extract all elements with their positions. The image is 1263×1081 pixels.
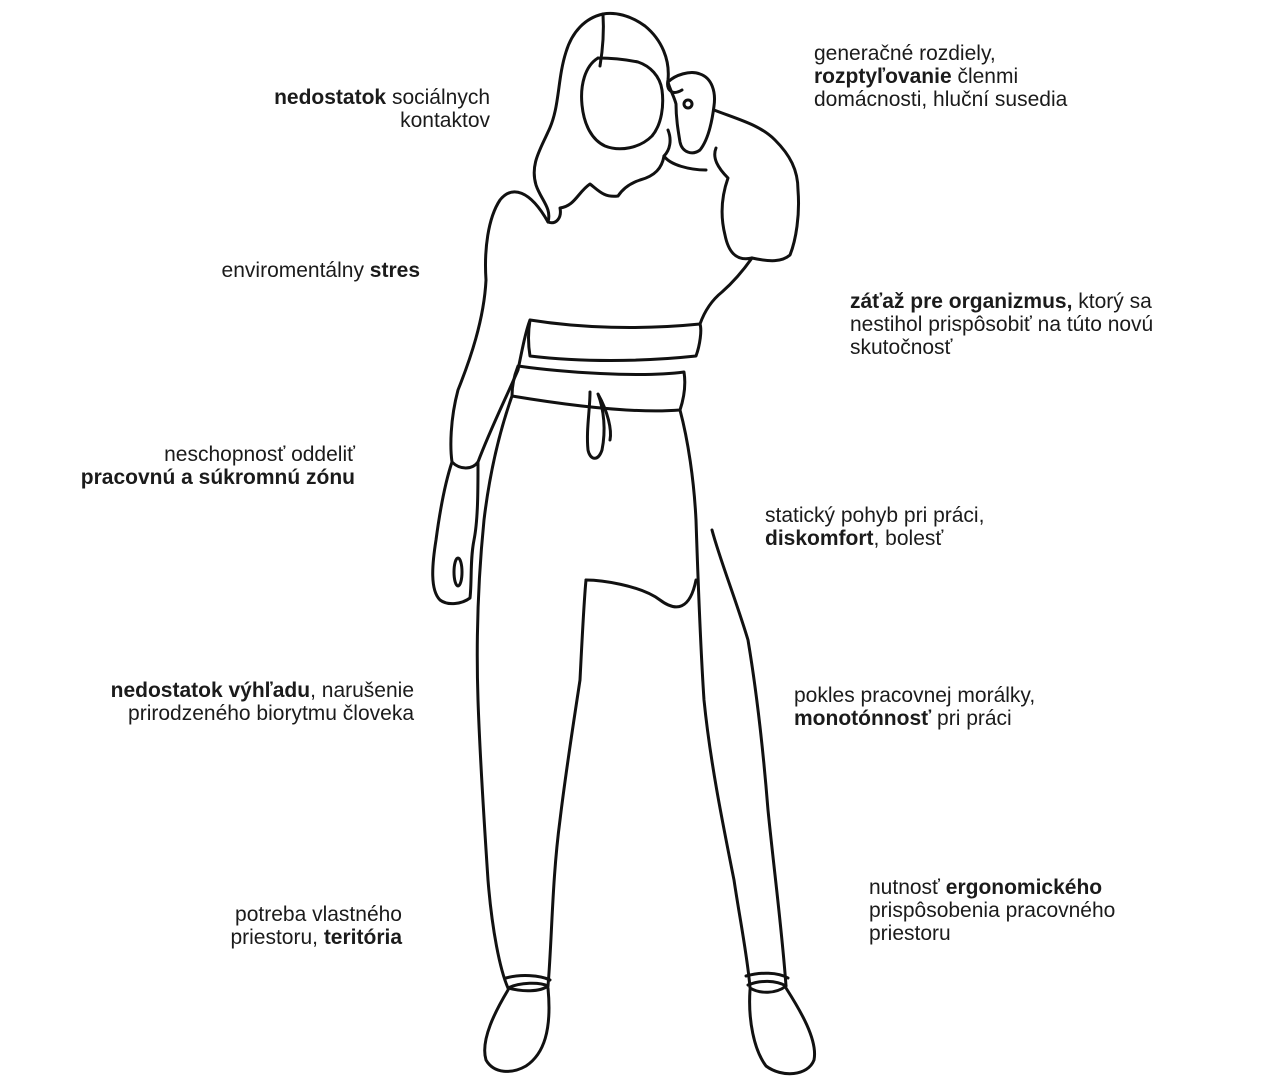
annotation-line: skutočnosť xyxy=(850,336,1153,359)
annotation-line: domácnosti, hluční susedia xyxy=(814,88,1067,111)
annotation-line: nestihol prispôsobiť na túto novú xyxy=(850,313,1153,336)
annotation-organism-strain: záťaž pre organizmus, ktorý sa nestihol … xyxy=(850,290,1153,359)
annotation-lack-of-view: nedostatok výhľadu, narušenie prirodzené… xyxy=(111,679,414,725)
earring xyxy=(684,100,692,108)
annotation-work-private-zone: neschopnosť oddeliť pracovnú a súkromnú … xyxy=(81,443,355,489)
annotation-ergonomics: nutnosť ergonomického prispôsobenia prac… xyxy=(869,876,1115,945)
annotation-monotony: pokles pracovnej morálky, monotónnosť pr… xyxy=(794,684,1035,730)
annotation-line: prispôsobenia pracovného xyxy=(869,899,1115,922)
sweater-shoulder xyxy=(664,156,706,170)
right-shoe xyxy=(750,988,815,1074)
annotation-line: diskomfort, bolesť xyxy=(765,527,984,550)
annotation-line: monotónnosť pri práci xyxy=(794,707,1035,730)
sweater-hem xyxy=(529,320,701,361)
annotation-distraction: generačné rozdiely, rozptyľovanie členmi… xyxy=(814,42,1067,111)
face-outline xyxy=(582,58,663,149)
left-shoe xyxy=(485,988,549,1071)
sweater-outline xyxy=(451,192,548,468)
annotation-environmental-stress: enviromentálny stres xyxy=(222,259,420,282)
annotation-line: prirodzeného biorytmu človeka xyxy=(111,702,414,725)
raised-arm xyxy=(714,110,799,261)
annotation-line: pokles pracovnej morálky, xyxy=(794,684,1035,707)
left-cuff xyxy=(506,976,550,988)
annotation-line: kontaktov xyxy=(274,109,490,132)
right-cuff xyxy=(746,973,788,986)
annotation-line: priestoru xyxy=(869,922,1115,945)
annotation-line: nedostatok výhľadu, narušenie xyxy=(111,679,414,702)
sweater-right-side xyxy=(700,258,752,324)
annotation-line: pracovnú a súkromnú zónu xyxy=(81,466,355,489)
annotation-line: generačné rozdiely, xyxy=(814,42,1067,65)
annotation-line: nutnosť ergonomického xyxy=(869,876,1115,899)
pants-right-leg xyxy=(680,410,786,992)
annotation-line: neschopnosť oddeliť xyxy=(81,443,355,466)
annotation-social-contacts: nedostatok sociálnych kontaktov xyxy=(274,86,490,132)
pants-left-leg xyxy=(477,396,586,991)
annotation-territory: potreba vlastného priestoru, teritória xyxy=(230,903,402,949)
drawstring xyxy=(587,392,610,458)
annotation-discomfort: statický pohyb pri práci, diskomfort, bo… xyxy=(765,504,984,550)
annotation-line: záťaž pre organizmus, ktorý sa xyxy=(850,290,1153,313)
pants-crotch xyxy=(586,580,696,607)
raised-hand xyxy=(668,73,714,153)
annotation-line: nedostatok sociálnych xyxy=(274,86,490,109)
annotation-line: priestoru, teritória xyxy=(230,926,402,949)
annotation-line: statický pohyb pri práci, xyxy=(765,504,984,527)
annotation-line: potreba vlastného xyxy=(230,903,402,926)
annotation-line: rozptyľovanie členmi xyxy=(814,65,1067,88)
left-thumb xyxy=(454,558,462,586)
annotation-line: enviromentálny stres xyxy=(222,259,420,282)
pants-waistband xyxy=(512,366,685,411)
